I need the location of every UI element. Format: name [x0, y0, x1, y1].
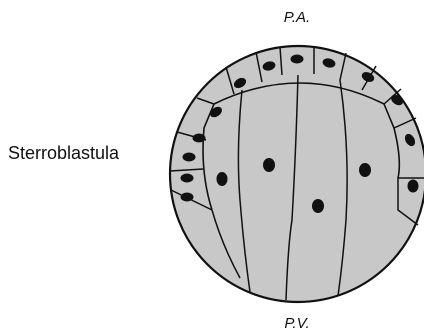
nucleus: [217, 172, 228, 186]
nucleus: [183, 153, 196, 162]
nucleus: [291, 55, 304, 64]
blastula-embryo: [170, 46, 424, 302]
animal-pole-label: P.A.: [284, 9, 310, 26]
nucleus: [263, 158, 275, 172]
nucleus: [193, 134, 206, 143]
vegetal-pole-label: P.V.: [284, 315, 309, 332]
nucleus: [312, 199, 324, 213]
nucleus: [408, 180, 419, 193]
nucleus: [181, 174, 194, 183]
nucleus: [181, 193, 194, 202]
sterroblastula-label: Sterroblastula: [8, 143, 120, 163]
nucleus: [359, 163, 371, 177]
